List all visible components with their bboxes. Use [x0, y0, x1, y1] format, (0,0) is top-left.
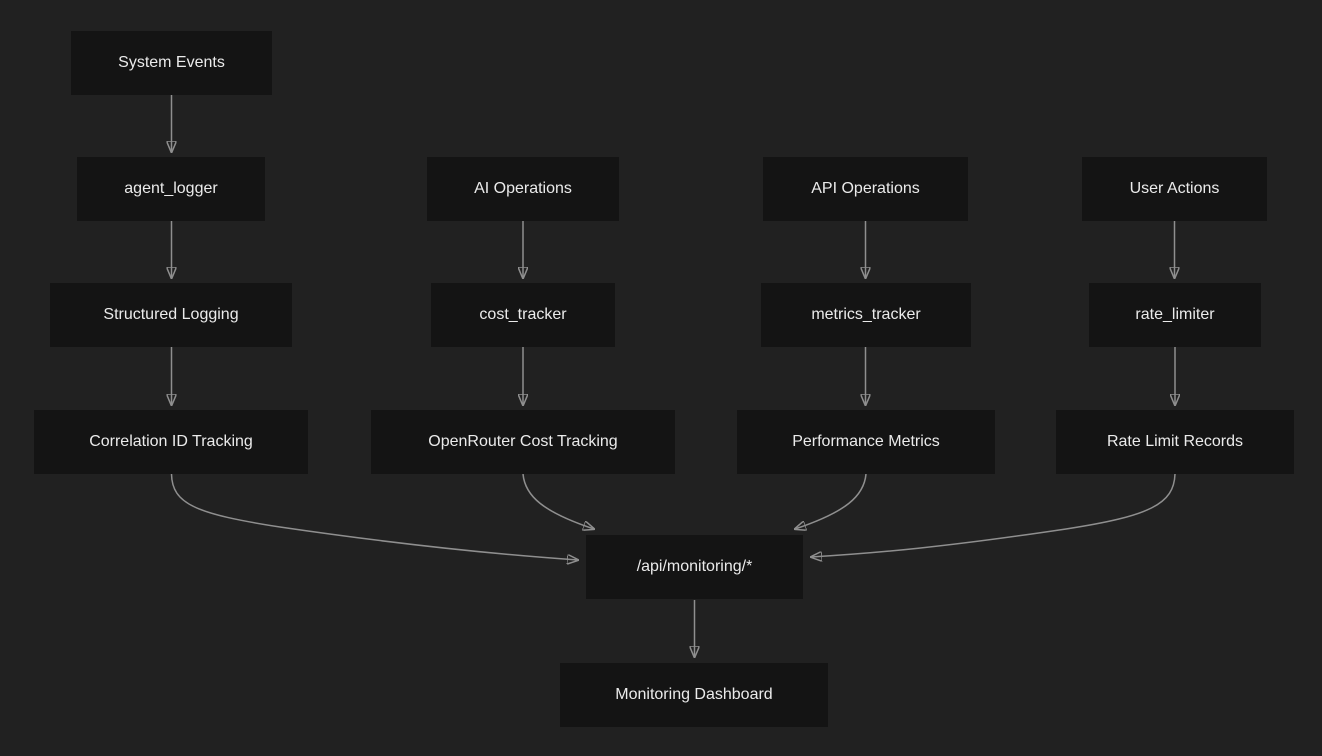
node-cost-tracker: cost_tracker [431, 283, 615, 347]
node-rate-limiter: rate_limiter [1089, 283, 1261, 347]
edge-openrouter-cost-tracking-to-api-monitoring [522, 473, 594, 529]
node-structured-logging: Structured Logging [50, 283, 292, 347]
node-monitoring-dashboard: Monitoring Dashboard [560, 663, 828, 727]
node-system-events: System Events [71, 31, 272, 95]
node-performance-metrics: Performance Metrics [737, 410, 995, 474]
node-rate-limit-records: Rate Limit Records [1056, 410, 1294, 474]
node-user-actions: User Actions [1082, 157, 1267, 221]
node-agent-logger: agent_logger [77, 157, 265, 221]
edge-performance-metrics-to-api-monitoring [795, 473, 867, 529]
edge-correlation-id-tracking-to-api-monitoring [170, 473, 579, 560]
edge-rate-limit-records-to-api-monitoring [811, 473, 1176, 557]
node-correlation-id-tracking: Correlation ID Tracking [34, 410, 308, 474]
node-openrouter-cost-tracking: OpenRouter Cost Tracking [371, 410, 675, 474]
node-api-operations: API Operations [763, 157, 968, 221]
node-ai-operations: AI Operations [427, 157, 619, 221]
node-metrics-tracker: metrics_tracker [761, 283, 971, 347]
node-api-monitoring-route: /api/monitoring/* [586, 535, 803, 599]
